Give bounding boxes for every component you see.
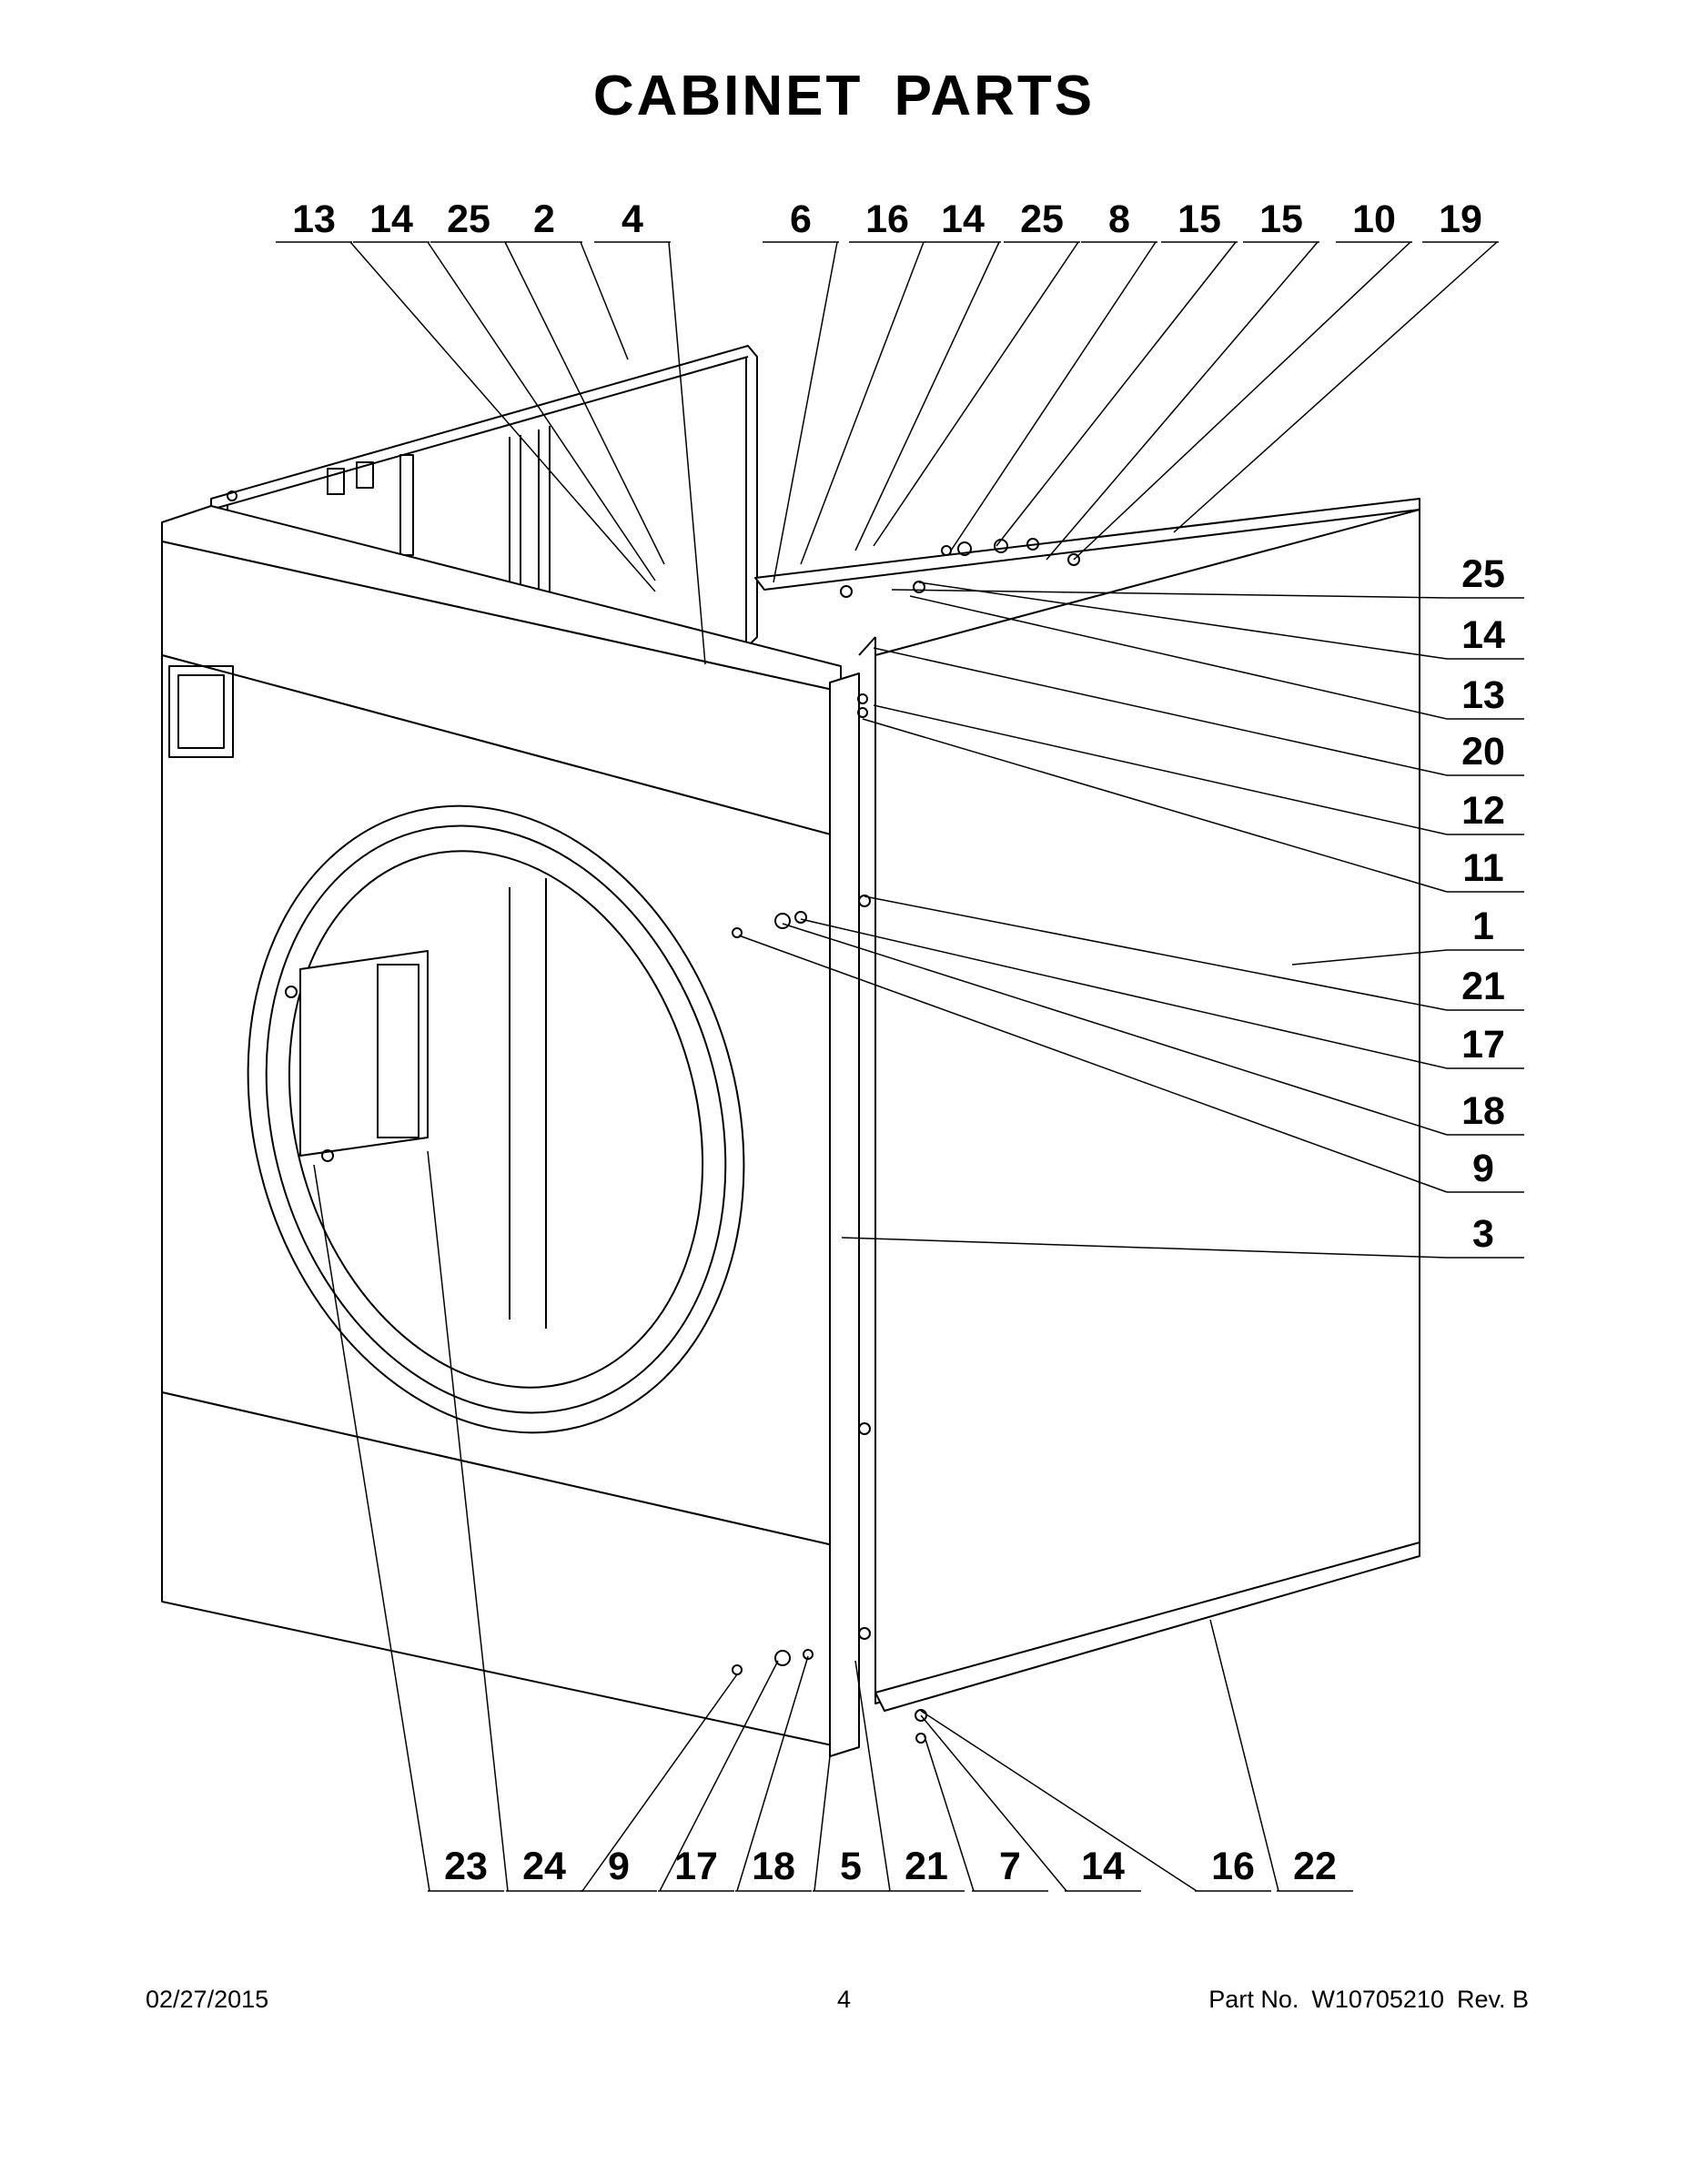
callout-right-1: 25 xyxy=(1461,552,1505,596)
leader-line xyxy=(864,895,1448,1011)
callout-right-5: 12 xyxy=(1461,789,1505,833)
callout-bottom-8: 7 xyxy=(999,1845,1021,1888)
callout-top-14: 19 xyxy=(1439,197,1482,241)
revision: Rev. B xyxy=(1456,1986,1529,2013)
leader-line xyxy=(668,241,706,665)
callout-right-11: 9 xyxy=(1472,1147,1494,1190)
leader-line xyxy=(814,1755,831,1892)
leader-lines xyxy=(276,241,1524,1892)
leader-line xyxy=(854,241,1000,551)
callout-top-1: 13 xyxy=(292,197,336,241)
callout-right-3: 13 xyxy=(1461,673,1505,717)
callout-right-8: 21 xyxy=(1461,965,1505,1008)
page-title: CABINET PARTS xyxy=(592,65,1096,127)
callout-bottom-6: 5 xyxy=(840,1845,862,1888)
footer-date: 02/27/2015 xyxy=(146,1986,269,2013)
leader-line xyxy=(950,241,1157,551)
leader-line xyxy=(800,241,925,565)
door-hinge-bracket xyxy=(299,950,429,1157)
leader-line xyxy=(782,923,1448,1136)
right-side-panel xyxy=(874,509,1420,1704)
callout-bottom-5: 18 xyxy=(752,1845,795,1888)
leader-line xyxy=(349,241,656,592)
callout-top-6: 6 xyxy=(790,197,812,241)
leader-line xyxy=(659,1660,779,1892)
callout-bottom-10: 16 xyxy=(1211,1845,1255,1888)
leader-line xyxy=(773,241,838,583)
callout-bottom-3: 9 xyxy=(608,1845,630,1888)
callout-top-9: 25 xyxy=(1020,197,1064,241)
leader-line xyxy=(923,1733,975,1892)
leader-line xyxy=(920,1714,1067,1892)
leader-line xyxy=(873,704,1448,835)
callout-bottom-9: 14 xyxy=(1081,1845,1125,1888)
callout-top-8: 14 xyxy=(941,197,985,241)
callout-top-5: 4 xyxy=(622,197,643,241)
cabinet-drawing xyxy=(161,345,1420,1757)
callout-bottom-4: 17 xyxy=(674,1845,718,1888)
part-label: Part No. xyxy=(1208,1986,1299,2013)
leader-line xyxy=(504,241,665,565)
callout-right-6: 11 xyxy=(1462,846,1503,890)
callout-top-11: 15 xyxy=(1178,197,1221,241)
leader-line xyxy=(1073,241,1411,561)
callout-right-7: 1 xyxy=(1472,905,1494,948)
part-number: W10705210 xyxy=(1311,1986,1444,2013)
callout-bottom-11: 22 xyxy=(1293,1845,1337,1888)
leader-line xyxy=(920,1710,1198,1892)
leader-line xyxy=(1173,241,1498,533)
leader-line xyxy=(909,595,1448,720)
leader-line xyxy=(427,1150,509,1892)
leader-line xyxy=(862,718,1448,893)
callout-top-13: 10 xyxy=(1352,197,1396,241)
leader-line xyxy=(891,589,1448,599)
leader-line xyxy=(1046,241,1319,561)
callout-bottom-2: 24 xyxy=(522,1845,566,1888)
callout-top-4: 2 xyxy=(533,197,555,241)
leader-line xyxy=(800,918,1448,1069)
footer-page-number: 4 xyxy=(836,1986,852,2013)
leader-line xyxy=(918,581,1448,660)
leader-line xyxy=(313,1164,430,1892)
callout-top-3: 25 xyxy=(447,197,490,241)
callout-top-10: 8 xyxy=(1108,197,1130,241)
leader-line xyxy=(873,647,1448,776)
leader-line xyxy=(736,1655,809,1892)
callout-top-7: 16 xyxy=(865,197,909,241)
bottom-rail xyxy=(874,1542,1420,1712)
leader-line xyxy=(873,241,1079,547)
leader-line xyxy=(427,241,656,581)
footer-part-number: Part No. W10705210 Rev. B xyxy=(1208,1986,1529,2014)
callout-top-12: 15 xyxy=(1259,197,1303,241)
front-side-strip xyxy=(829,672,860,1757)
callout-bottom-7: 21 xyxy=(905,1845,948,1888)
leader-line xyxy=(854,1660,891,1892)
leader-line xyxy=(1291,949,1448,966)
leader-line xyxy=(1209,1619,1279,1892)
leader-line xyxy=(996,241,1237,547)
leader-line xyxy=(581,1673,738,1892)
leader-line xyxy=(738,935,1448,1193)
callout-bottom-1: 23 xyxy=(444,1845,488,1888)
callout-right-12: 3 xyxy=(1472,1212,1494,1256)
callout-right-9: 17 xyxy=(1461,1023,1505,1067)
leader-line xyxy=(841,1237,1448,1259)
control-window xyxy=(168,665,234,758)
leader-line xyxy=(580,241,629,360)
callout-top-2: 14 xyxy=(369,197,413,241)
callout-right-4: 20 xyxy=(1461,730,1505,774)
callout-right-2: 14 xyxy=(1461,613,1505,657)
callout-right-10: 18 xyxy=(1461,1089,1505,1133)
